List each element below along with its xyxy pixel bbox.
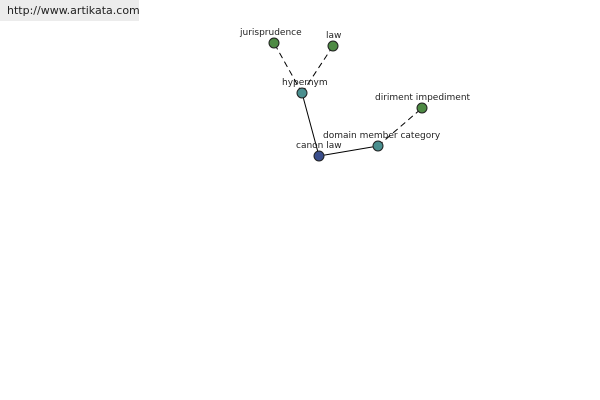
node-label-canon-law[interactable]: canon law bbox=[296, 141, 342, 151]
node-circle-domain-member-category[interactable] bbox=[372, 140, 384, 152]
node-diriment-impediment[interactable]: diriment impediment bbox=[375, 93, 471, 114]
node-label-law[interactable]: law bbox=[326, 31, 341, 41]
graph-edges bbox=[273, 42, 423, 157]
node-circle-diriment-impediment[interactable] bbox=[416, 102, 428, 114]
node-label-diriment-impediment[interactable]: diriment impediment bbox=[375, 93, 471, 103]
node-circle-canon-law[interactable] bbox=[313, 150, 325, 162]
edge-canon-law-to-domain-member-category bbox=[318, 145, 379, 157]
node-circle-law[interactable] bbox=[327, 40, 339, 52]
node-domain-member-category[interactable]: domain member category bbox=[323, 131, 441, 152]
node-canon-law[interactable]: canon law bbox=[296, 141, 342, 162]
node-circle-jurisprudence[interactable] bbox=[268, 37, 280, 49]
node-circle-hypernym[interactable] bbox=[296, 87, 308, 99]
node-label-domain-member-category[interactable]: domain member category bbox=[323, 131, 441, 141]
node-jurisprudence[interactable]: jurisprudence bbox=[239, 28, 302, 49]
node-label-jurisprudence[interactable]: jurisprudence bbox=[239, 28, 302, 38]
graph-nodes: canon law hypernym domain member category j… bbox=[239, 28, 471, 162]
node-label-hypernym[interactable]: hypernym bbox=[282, 78, 328, 88]
site-url-link[interactable]: http://www.artikata.com bbox=[0, 0, 140, 21]
edge-canon-law-to-hypernym bbox=[301, 92, 320, 157]
node-law[interactable]: law bbox=[326, 31, 341, 52]
node-hypernym[interactable]: hypernym bbox=[282, 78, 328, 99]
